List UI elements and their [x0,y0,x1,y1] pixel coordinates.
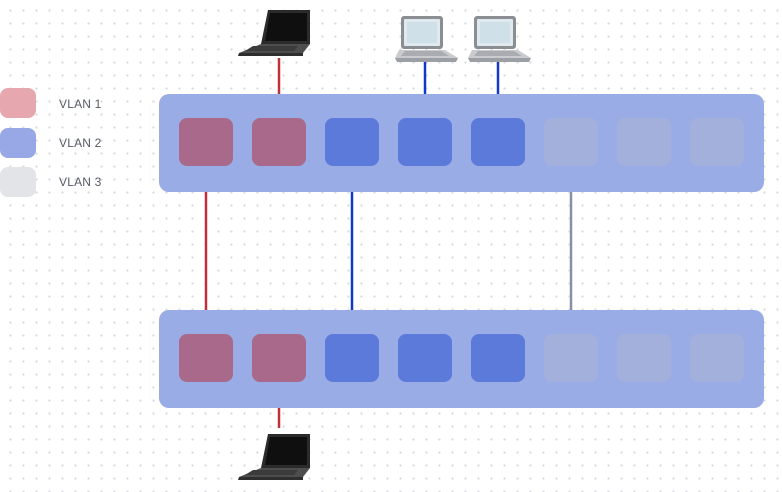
bottom-switch-port-6-vlan-3 [544,334,598,382]
bottom-switch-port-7-vlan-3 [617,334,671,382]
legend-swatch-vlan-1 [0,88,36,118]
bottom-switch-port-4-vlan-2 [398,334,452,382]
bottom-switch-port-1-vlan-1 [179,334,233,382]
top-switch-port-2-vlan-1 [252,118,306,166]
bottom-switch [159,310,764,408]
top-switch-port-4-vlan-2 [398,118,452,166]
legend-label-vlan-3: VLAN 3 [59,175,102,189]
top-switch-port-5-vlan-2 [471,118,525,166]
legend-swatch-vlan-2 [0,128,36,158]
bottom-switch-port-2-vlan-1 [252,334,306,382]
legend-label-vlan-1: VLAN 1 [59,97,102,111]
top-switch-port-6-vlan-3 [544,118,598,166]
bottom-switch-port-3-vlan-2 [325,334,379,382]
laptop-icon [238,10,310,56]
legend-swatch-vlan-3 [0,167,36,197]
top-switch-port-7-vlan-3 [617,118,671,166]
legend-label-vlan-2: VLAN 2 [59,136,102,150]
laptop-icon [238,434,310,480]
laptop-icon [468,16,531,62]
laptop-icon [395,16,458,62]
top-switch-port-1-vlan-1 [179,118,233,166]
top-switch-port-3-vlan-2 [325,118,379,166]
bottom-switch-port-5-vlan-2 [471,334,525,382]
top-switch [159,94,764,192]
top-switch-port-8-vlan-3 [690,118,744,166]
bottom-switch-port-8-vlan-3 [690,334,744,382]
